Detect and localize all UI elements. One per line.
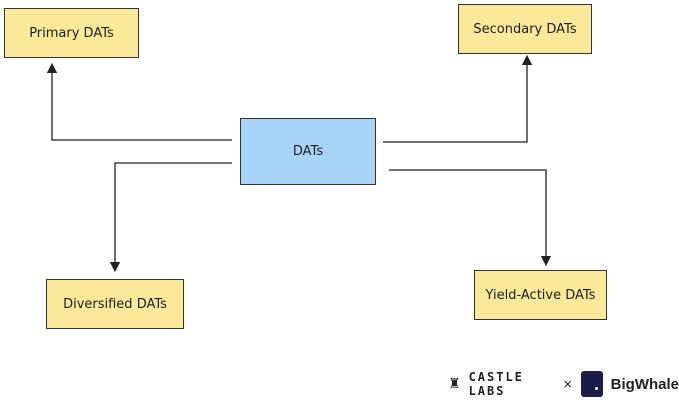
node-center: DATs — [240, 118, 376, 185]
castle-icon: ♜ — [448, 376, 461, 392]
big-whale-icon — [580, 371, 603, 397]
separator: × — [562, 377, 573, 391]
node-label: DATs — [292, 144, 324, 159]
arrow-to-diversified — [109, 162, 232, 273]
arrow-to-secondary — [383, 54, 533, 143]
node-primary: Primary DATs — [4, 8, 139, 58]
node-diversified: Diversified DATs — [46, 279, 184, 329]
arrow-to-primary — [46, 62, 232, 141]
castle-labs-logo: CASTLE LABS — [468, 370, 524, 398]
node-label: Diversified DATs — [63, 296, 167, 312]
logo-bar: ♜ CASTLE LABS × BigWhale — [448, 370, 679, 398]
node-secondary: Secondary DATs — [458, 4, 592, 54]
node-yield-active: Yield-Active DATs — [474, 270, 607, 320]
node-label: Yield-Active DATs — [485, 287, 596, 303]
big-whale-logo: BigWhale — [610, 375, 679, 393]
arrow-to-yield-active — [389, 169, 552, 267]
node-label: Primary DATs — [29, 25, 114, 41]
node-label: Secondary DATs — [473, 21, 577, 37]
